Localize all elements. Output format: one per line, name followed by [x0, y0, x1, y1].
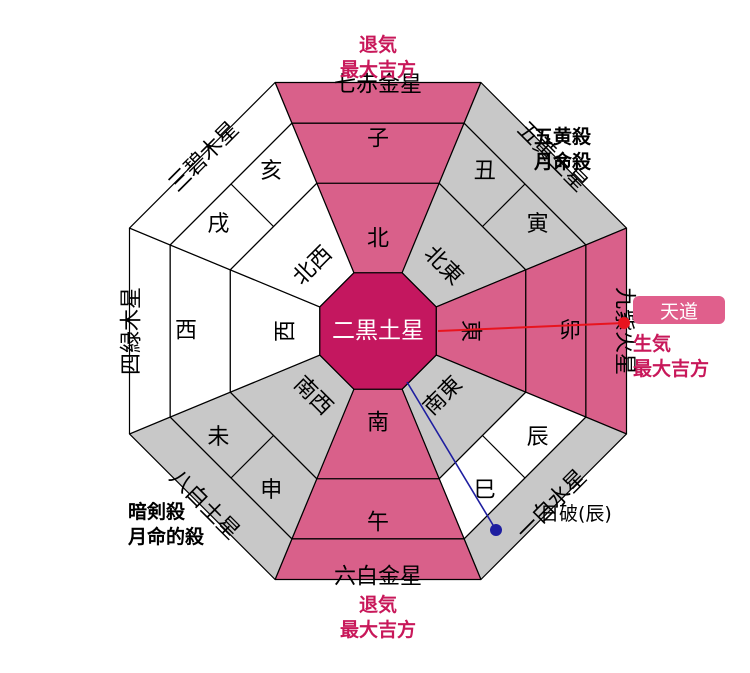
bottom-note-line-1: 退気 — [359, 593, 397, 616]
branch-label-nw-1: 戌 — [207, 212, 229, 237]
tendo-dot — [618, 317, 630, 329]
branch-label-w: 西 — [175, 319, 197, 344]
ne-note-line-1: 五黄殺 — [534, 125, 592, 148]
sector-nw-divider — [230, 183, 274, 227]
direction-label-s: 南 — [367, 411, 389, 436]
nippa-label: 日破(辰) — [540, 503, 612, 525]
center-octagon — [319, 272, 437, 390]
sector-sw-divider — [230, 435, 274, 479]
star-label-n: 七赤金星 — [334, 73, 422, 98]
east-note-line-1: 生気 — [633, 332, 671, 355]
bottom-note-line-2: 最大吉方 — [340, 618, 416, 641]
top-note-line-2: 最大吉方 — [340, 58, 416, 81]
branch-label-sw-2: 未 — [207, 425, 229, 450]
tendo-badge — [633, 296, 725, 324]
ne-note-line-2: 月命殺 — [533, 150, 592, 173]
top-note-line-1: 退気 — [359, 33, 397, 56]
center-star-label: 二黒土星 — [332, 318, 424, 344]
direction-label-e: 東 — [458, 320, 483, 342]
branch-label-e: 卯 — [559, 319, 581, 344]
nippa-dot — [490, 524, 502, 536]
star-label-s: 六白金星 — [334, 565, 422, 590]
branch-label-se-1: 辰 — [527, 425, 549, 450]
direction-label-w: 西 — [274, 320, 299, 342]
branch-label-sw-1: 申 — [260, 478, 282, 503]
branch-label-s: 午 — [367, 511, 389, 536]
nippa-line — [406, 381, 497, 531]
tendo-line — [437, 322, 625, 332]
branch-label-nw-2: 亥 — [260, 159, 282, 184]
star-label-w: 四緑木星 — [120, 287, 145, 375]
branch-label-ne-2: 寅 — [527, 212, 549, 237]
branch-label-ne-1: 丑 — [474, 159, 496, 184]
sector-nw-ring-3 — [128, 81, 293, 246]
branch-label-n: 子 — [367, 127, 389, 152]
sector-se-divider — [482, 435, 526, 479]
star-label-e: 九紫火星 — [612, 287, 637, 375]
sw-note-line-2: 月命的殺 — [127, 525, 205, 548]
sector-ne-divider — [482, 183, 526, 227]
branch-label-se-2: 巳 — [474, 478, 496, 503]
tendo-label: 天道 — [660, 301, 698, 323]
east-note-line-2: 最大吉方 — [633, 357, 709, 380]
direction-label-n: 北 — [367, 227, 389, 252]
sw-note-line-1: 暗剣殺 — [128, 500, 186, 523]
